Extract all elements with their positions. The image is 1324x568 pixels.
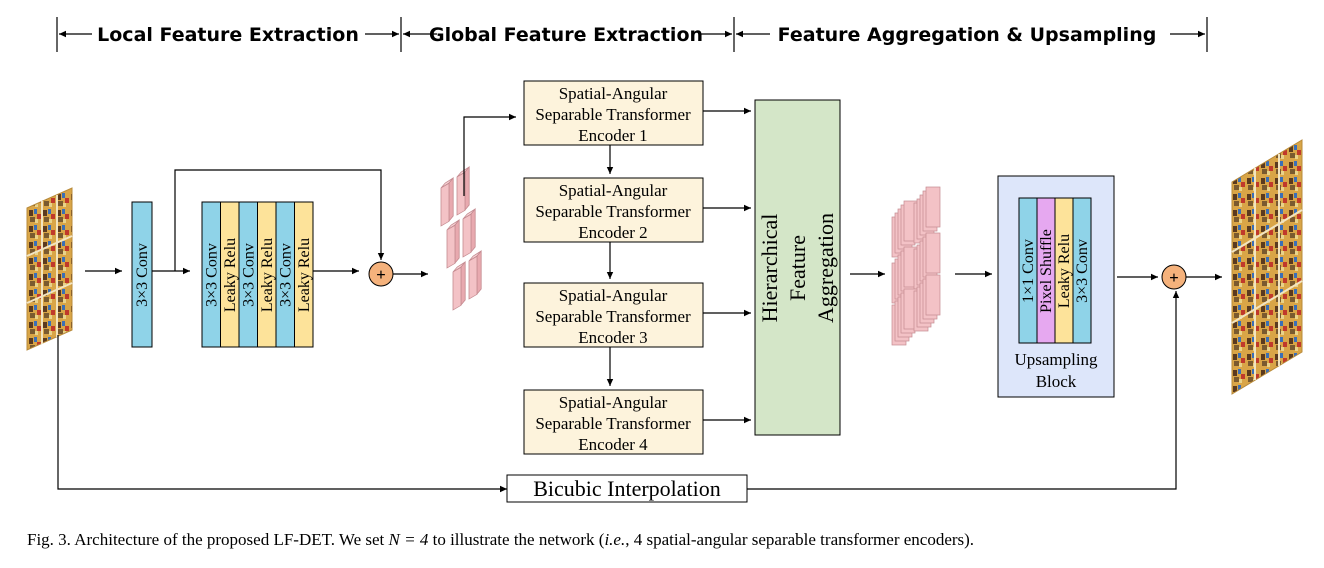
arrow-input-to-bicubic <box>57 335 507 493</box>
bicubic-label: Bicubic Interpolation <box>533 476 721 501</box>
feature-slab-front <box>452 266 462 311</box>
encoder-1-label-line-3: Encoder 1 <box>578 126 647 145</box>
arrow-features-to-encoder-1 <box>463 113 516 196</box>
res-layer-label: Leaky Relu <box>259 238 276 312</box>
caption-ie: i.e. <box>604 530 626 549</box>
upsampling-layer-label: Pixel Shuffle <box>1038 229 1055 313</box>
feature-slab-front <box>462 213 472 258</box>
hierarchical-feature-aggregation: Hierarchical Feature Aggregation <box>754 99 841 436</box>
encoder-1-label-line-1: Spatial-Angular <box>559 84 668 103</box>
res-layer-label: 3×3 Conv <box>204 243 221 307</box>
caption-middle: to illustrate the network ( <box>428 530 605 549</box>
feature-slab-side <box>448 176 454 223</box>
feature-slab-front <box>456 171 466 216</box>
stage-label-global: Global Feature Extraction <box>429 24 703 46</box>
first-conv-layer: 3×3 Conv <box>131 201 153 348</box>
caption-math: N = 4 <box>388 530 429 549</box>
feature-slab-side <box>464 165 470 212</box>
arrow-bicubic-to-sum <box>747 291 1180 490</box>
aggregated-slab <box>925 186 941 228</box>
residual-skip-connection <box>174 169 385 271</box>
residual-sum-node: + <box>368 261 394 287</box>
encoder-4-label-line-2: Separable Transformer <box>535 414 691 433</box>
res-layer-label: 3×3 Conv <box>241 243 258 307</box>
feature-slab-side <box>476 249 482 296</box>
feature-slab-front <box>446 224 456 269</box>
transformer-encoder-2 <box>523 177 704 243</box>
feature-slab-front <box>468 255 478 300</box>
encoder-2-label-line-2: Separable Transformer <box>535 202 691 221</box>
upsampling-layer-label: 3×3 Conv <box>1074 239 1091 303</box>
stage-header: Local Feature Extraction Global Feature … <box>56 17 1208 52</box>
encoder-4-label-line-1: Spatial-Angular <box>559 393 668 412</box>
caption-suffix: , 4 spatial-angular separable transforme… <box>625 530 975 549</box>
upsampling-layer-4 <box>1072 197 1092 344</box>
feature-slab-side <box>460 260 466 307</box>
upsampling-layer-label: 1×1 Conv <box>1020 239 1037 303</box>
feature-slab-front <box>440 182 450 227</box>
local-feature-maps <box>440 165 482 311</box>
caption-prefix: Fig. 3. Architecture of the proposed LF-… <box>27 530 389 549</box>
plus-icon: + <box>376 265 386 284</box>
first-conv-label: 3×3 Conv <box>134 243 151 307</box>
stage-label-aggregation: Feature Aggregation & Upsampling <box>778 24 1157 46</box>
upsampling-layer-label: Leaky Relu <box>1056 234 1073 308</box>
aggregation-label-line-1: Hierarchical <box>757 214 782 323</box>
output-light-field-image <box>1231 139 1303 395</box>
feature-slab-side <box>470 207 476 254</box>
encoder-2-label-line-3: Encoder 2 <box>578 223 647 242</box>
input-light-field-image <box>26 187 73 351</box>
figure-caption: Fig. 3. Architecture of the proposed LF-… <box>27 530 974 550</box>
upsampling-title-line-1: Upsampling <box>1014 350 1098 369</box>
res-layer-label: 3×3 Conv <box>278 243 295 307</box>
output-sum-node: + <box>1161 264 1187 290</box>
upsampling-title-line-2: Block <box>1036 372 1077 391</box>
encoder-3-label-line-2: Separable Transformer <box>535 307 691 326</box>
aggregation-label-line-2: Feature <box>785 235 810 301</box>
aggregation-label-line-3: Aggregation <box>813 213 838 323</box>
stage-label-local: Local Feature Extraction <box>97 24 359 46</box>
transformer-encoder-3 <box>523 282 704 348</box>
bicubic-interpolation-block: Bicubic Interpolation <box>506 474 748 503</box>
res-layer-label: Leaky Relu <box>222 238 239 312</box>
encoder-2-label-line-1: Spatial-Angular <box>559 181 668 200</box>
encoder-4-label-line-3: Encoder 4 <box>578 435 648 454</box>
encoder-3-label-line-3: Encoder 3 <box>578 328 647 347</box>
res-layer-label: Leaky Relu <box>296 238 313 312</box>
transformer-encoder-1 <box>523 80 704 146</box>
aggregated-feature-maps <box>891 186 941 346</box>
leaky-relu-layer <box>294 201 314 348</box>
encoder-3-label-line-1: Spatial-Angular <box>559 286 668 305</box>
transformer-encoder-4 <box>523 389 704 455</box>
plus-icon: + <box>1169 268 1179 287</box>
encoder-1-label-line-2: Separable Transformer <box>535 105 691 124</box>
aggregated-slab <box>925 232 941 274</box>
feature-slab-side <box>454 218 460 265</box>
aggregated-slab <box>925 274 941 316</box>
